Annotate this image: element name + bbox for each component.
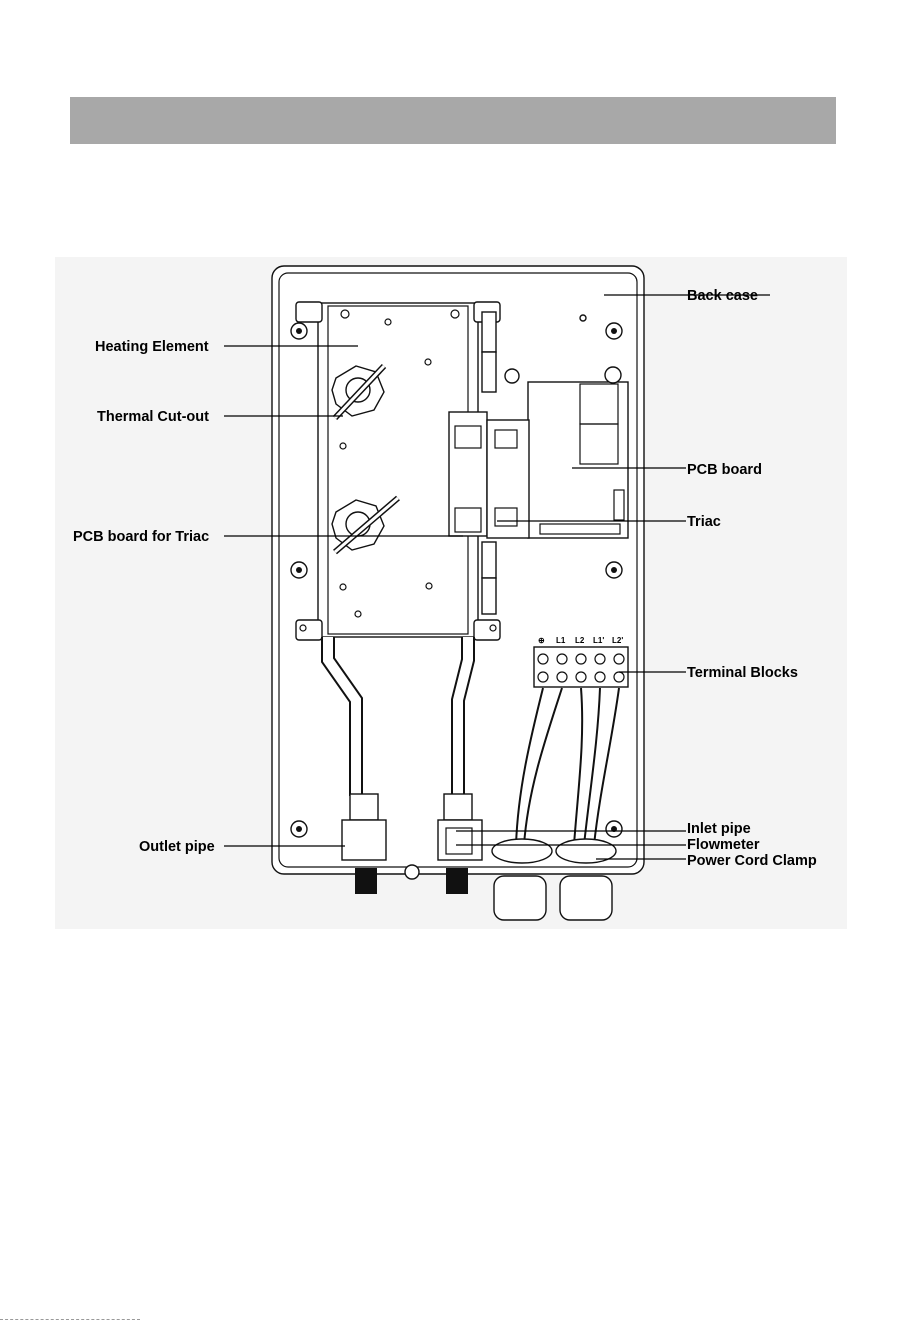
label-pcb-board-for-triac: PCB board for Triac — [73, 529, 209, 545]
bottom-rule — [0, 1319, 140, 1320]
label-thermal-cutout: Thermal Cut-out — [97, 409, 209, 425]
label-power-cord-clamp: Power Cord Clamp — [687, 853, 817, 869]
label-terminal-blocks: Terminal Blocks — [687, 665, 798, 681]
pcb-board — [528, 367, 628, 538]
label-heating-element: Heating Element — [95, 339, 209, 355]
terminal-mark-l2-prime: L2' — [612, 636, 623, 645]
label-flowmeter: Flowmeter — [687, 837, 760, 853]
pcb-board-for-triac — [449, 412, 529, 538]
terminal-mark-earth: ⊕ — [538, 636, 545, 645]
label-triac: Triac — [687, 514, 721, 530]
label-pcb-board: PCB board — [687, 462, 762, 478]
label-outlet-pipe: Outlet pipe — [139, 839, 215, 855]
terminal-mark-l1-prime: L1' — [593, 636, 604, 645]
label-inlet-pipe: Inlet pipe — [687, 821, 751, 837]
terminal-mark-l1: L1 — [556, 636, 566, 645]
label-back-case: Back case — [687, 288, 758, 304]
terminal-mark-l2: L2 — [575, 636, 585, 645]
